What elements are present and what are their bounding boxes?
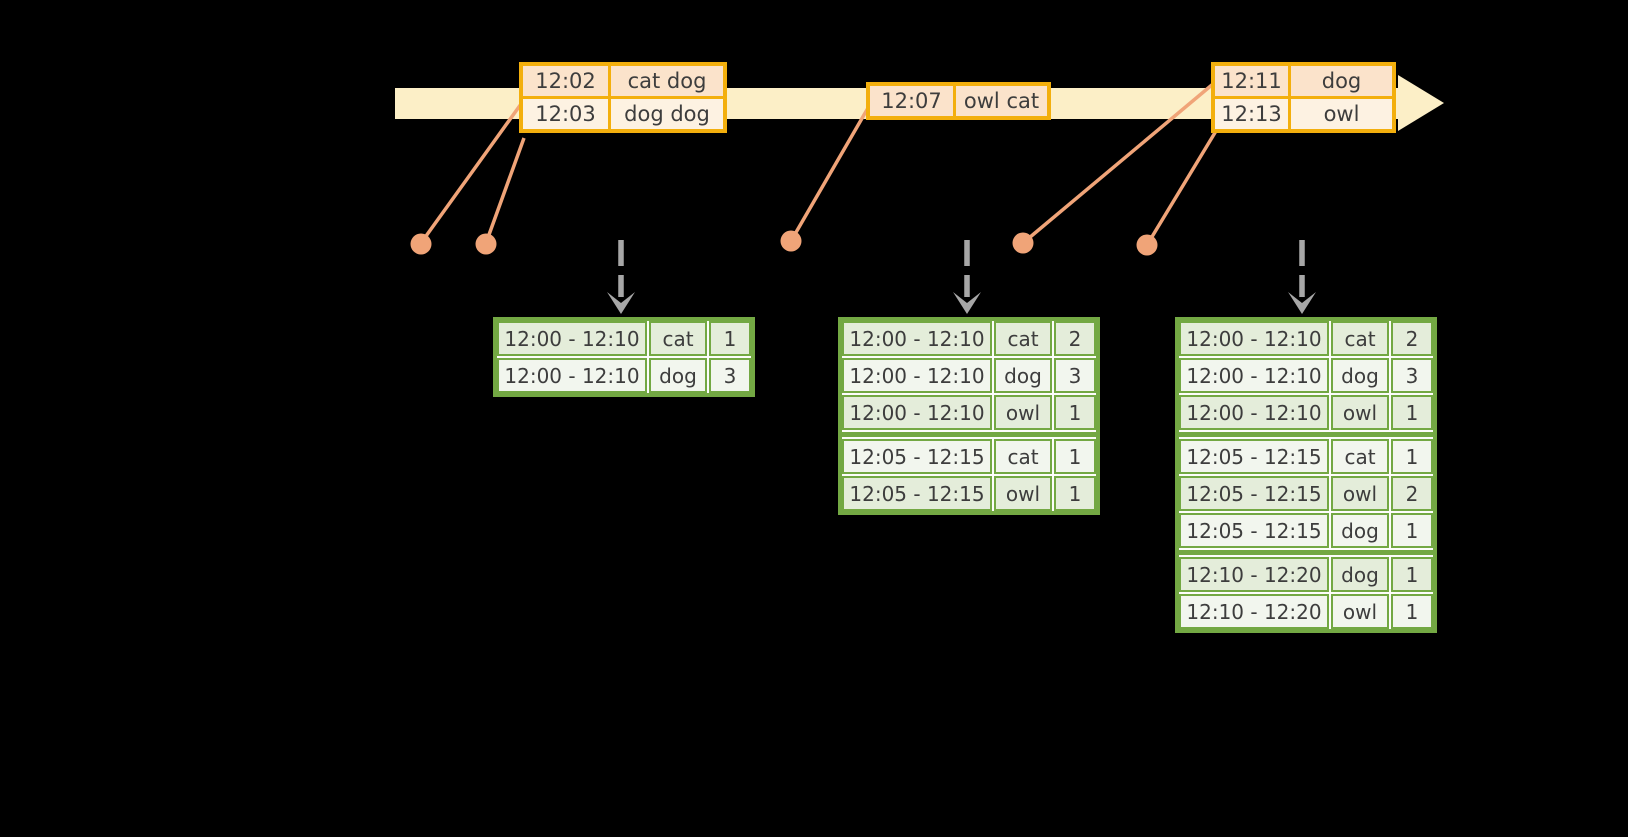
window-cell: 12:00 - 12:10 — [1179, 395, 1329, 430]
word-cell: dog — [1331, 557, 1389, 592]
trigger-arrowheads — [607, 292, 1316, 314]
event-time-cell: 12:03 — [523, 99, 608, 129]
word-cell: cat — [994, 321, 1052, 356]
event-time-cell: 12:02 — [523, 66, 608, 96]
count-cell: 3 — [709, 358, 751, 393]
count-cell: 2 — [1054, 321, 1096, 356]
window-cell: 12:05 - 12:15 — [1179, 439, 1329, 474]
window-cell: 12:00 - 12:10 — [497, 321, 647, 356]
word-cell: owl — [1331, 594, 1389, 629]
connector-line — [484, 137, 526, 244]
window-cell: 12:10 - 12:20 — [1179, 594, 1329, 629]
event-time-cell: 12:11 — [1215, 66, 1288, 96]
count-cell: 2 — [1391, 476, 1433, 511]
window-cell: 12:00 - 12:10 — [1179, 321, 1329, 356]
connector-line — [419, 102, 523, 245]
window-cell: 12:05 - 12:15 — [1179, 513, 1329, 548]
word-cell: cat — [649, 321, 707, 356]
event-words-cell: dog — [1291, 66, 1392, 96]
count-cell: 1 — [1054, 476, 1096, 511]
window-cell: 12:00 - 12:10 — [842, 395, 992, 430]
event-dot — [1012, 232, 1034, 254]
event-words-cell: dog dog — [611, 99, 723, 129]
event-connectors — [419, 82, 1218, 246]
word-cell: dog — [994, 358, 1052, 393]
word-cell: owl — [994, 395, 1052, 430]
count-cell: 1 — [1391, 439, 1433, 474]
connector-line — [1145, 130, 1218, 246]
event-words-cell: owl — [1291, 99, 1392, 129]
connector-line — [789, 107, 870, 242]
window-cell: 12:05 - 12:15 — [1179, 476, 1329, 511]
count-cell: 1 — [1054, 395, 1096, 430]
count-cell: 1 — [1391, 513, 1433, 548]
window-cell: 12:00 - 12:10 — [842, 358, 992, 393]
word-cell: owl — [1331, 476, 1389, 511]
event-dot — [475, 233, 497, 255]
count-cell: 2 — [1391, 321, 1433, 356]
event-dot — [780, 230, 802, 252]
count-cell: 1 — [1391, 557, 1433, 592]
event-dots — [410, 230, 1158, 256]
timeline-arrowhead-icon — [1398, 75, 1444, 131]
event-dot — [1136, 234, 1158, 256]
count-cell: 1 — [1391, 395, 1433, 430]
word-cell: owl — [994, 476, 1052, 511]
connector-line — [1021, 82, 1215, 245]
word-cell: cat — [1331, 439, 1389, 474]
word-cell: dog — [1331, 358, 1389, 393]
count-cell: 3 — [1054, 358, 1096, 393]
count-cell: 1 — [1391, 594, 1433, 629]
window-group-divider — [842, 432, 1096, 437]
window-group-divider — [1179, 550, 1433, 555]
word-cell: cat — [994, 439, 1052, 474]
arrow-down-icon — [607, 292, 635, 314]
window-cell: 12:10 - 12:20 — [1179, 557, 1329, 592]
count-cell: 3 — [1391, 358, 1433, 393]
window-cell: 12:00 - 12:10 — [497, 358, 647, 393]
window-cell: 12:05 - 12:15 — [842, 439, 992, 474]
window-cell: 12:05 - 12:15 — [842, 476, 992, 511]
event-words-cell: cat dog — [611, 66, 723, 96]
word-cell: owl — [1331, 395, 1389, 430]
event-time-cell: 12:07 — [870, 86, 953, 116]
count-cell: 1 — [709, 321, 751, 356]
word-cell: cat — [1331, 321, 1389, 356]
event-time-cell: 12:13 — [1215, 99, 1288, 129]
event-words-cell: owl cat — [956, 86, 1047, 116]
count-cell: 1 — [1054, 439, 1096, 474]
window-cell: 12:00 - 12:10 — [1179, 358, 1329, 393]
window-group-divider — [1179, 432, 1433, 437]
trigger-arrows — [618, 240, 1305, 297]
arrow-down-icon — [1288, 292, 1316, 314]
word-cell: dog — [1331, 513, 1389, 548]
word-cell: dog — [649, 358, 707, 393]
window-cell: 12:00 - 12:10 — [842, 321, 992, 356]
arrow-down-icon — [953, 292, 981, 314]
event-dot — [410, 233, 432, 255]
